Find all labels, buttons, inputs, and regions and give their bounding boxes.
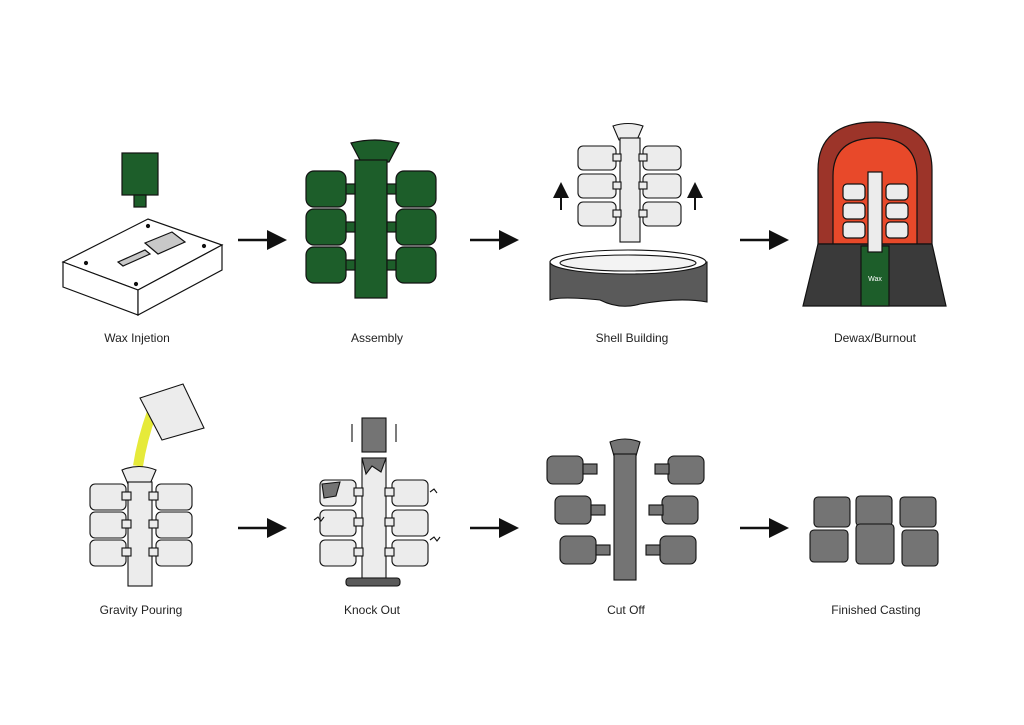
wax-injection-illustration [61,152,224,317]
knock-out-illustration [313,417,441,587]
step-label-dewax-burnout: Dewax/Burnout [833,331,917,345]
step-label-gravity-pouring: Gravity Pouring [99,603,183,617]
step-label-cut-off: Cut Off [607,603,645,617]
step-label-finished-casting: Finished Casting [831,603,921,617]
step-label-assembly: Assembly [350,331,403,345]
cut-off-illustration [546,438,705,581]
step-label-wax-injection: Wax Injetion [104,331,170,345]
pouring-illustration [89,383,205,587]
furnace-illustration: Wax [802,121,947,307]
flow-arrows [238,230,789,538]
wax-tag: Wax [868,276,882,283]
shell-building-illustration [549,122,708,307]
finished-parts-illustration [809,495,939,567]
step-label-knock-out: Knock Out [343,603,401,617]
wax-tree-illustration [305,139,437,299]
step-label-shell-building: Shell Building [595,331,669,345]
